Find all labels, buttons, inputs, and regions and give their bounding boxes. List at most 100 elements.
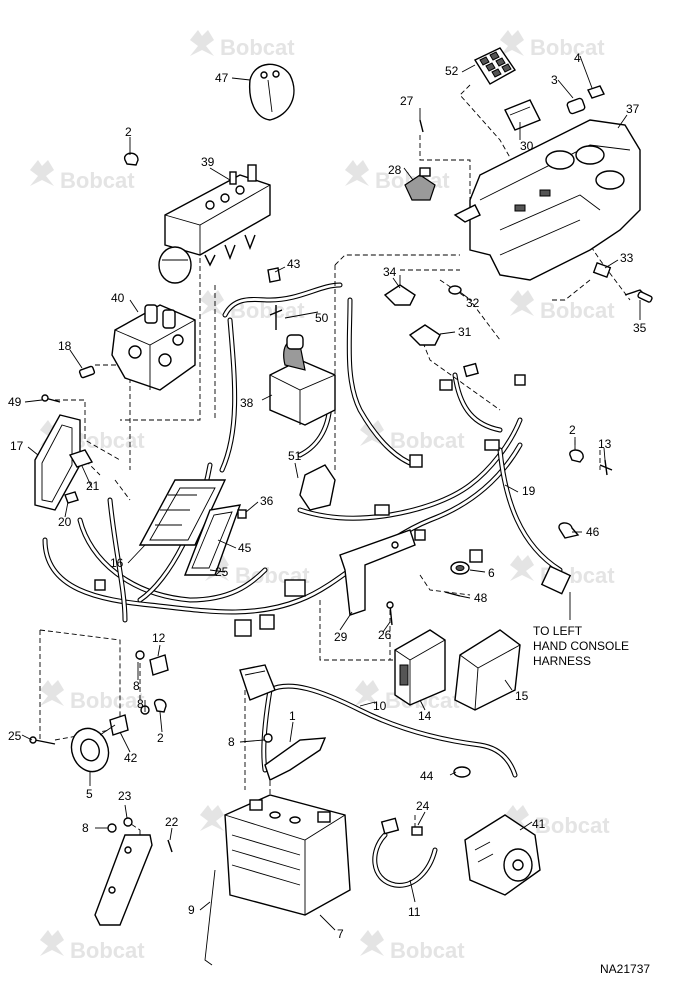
part-hand-console bbox=[453, 119, 641, 281]
bobcat-logo-icon bbox=[40, 930, 64, 956]
callout-labels: 47 52 4 3 2 27 37 30 39 28 43 34 33 40 3… bbox=[8, 51, 647, 941]
part-switch-small bbox=[566, 85, 605, 115]
part-ground-strap bbox=[380, 817, 423, 836]
part-rod-9 bbox=[204, 869, 216, 966]
callout-9: 9 bbox=[188, 903, 195, 917]
callout-28: 28 bbox=[388, 163, 402, 177]
bobcat-logo-icon bbox=[510, 555, 534, 581]
callout-2-lower: 2 bbox=[157, 731, 164, 745]
callout-45: 45 bbox=[238, 541, 252, 555]
note-line-3: HARNESS bbox=[533, 654, 591, 668]
watermark-text: Bobcat bbox=[60, 168, 135, 193]
callout-8b: 8 bbox=[137, 697, 144, 711]
part-bolt-22 bbox=[167, 839, 173, 853]
callout-34: 34 bbox=[383, 265, 397, 279]
part-lever-grip bbox=[248, 63, 295, 121]
note-line-2: HAND CONSOLE bbox=[533, 639, 629, 653]
callout-6: 6 bbox=[488, 566, 495, 580]
part-screw-25-lower bbox=[29, 736, 56, 745]
callout-37: 37 bbox=[626, 102, 640, 116]
callout-8c: 8 bbox=[228, 735, 235, 749]
callout-46: 46 bbox=[586, 525, 600, 539]
part-starter bbox=[464, 814, 541, 896]
callout-18: 18 bbox=[58, 339, 72, 353]
part-clamp-12 bbox=[149, 654, 169, 676]
part-hydraulic-valve bbox=[111, 304, 196, 391]
watermark-text: Bobcat bbox=[390, 428, 465, 453]
callout-38: 38 bbox=[240, 396, 254, 410]
watermark-text: Bobcat bbox=[70, 428, 145, 453]
callout-48: 48 bbox=[474, 591, 488, 605]
part-fastener-50 bbox=[269, 305, 283, 330]
part-screw-48 bbox=[444, 591, 461, 597]
callout-36: 36 bbox=[260, 494, 274, 508]
bobcat-logo-icon bbox=[200, 805, 224, 831]
part-connectors bbox=[94, 362, 572, 637]
part-bracket-29 bbox=[339, 529, 416, 616]
callout-44: 44 bbox=[420, 769, 434, 783]
part-clip-2-lower bbox=[153, 698, 167, 713]
part-battery-cover bbox=[239, 664, 276, 701]
callout-10: 10 bbox=[373, 699, 387, 713]
callout-22: 22 bbox=[165, 815, 179, 829]
callout-3: 3 bbox=[551, 73, 558, 87]
callout-16: 16 bbox=[110, 556, 124, 570]
callout-52: 52 bbox=[445, 64, 459, 78]
part-clip-36 bbox=[237, 509, 247, 519]
callout-19: 19 bbox=[522, 484, 536, 498]
part-fuse-panel bbox=[138, 479, 227, 546]
part-clamp-2-right bbox=[569, 449, 584, 463]
bobcat-logo-icon bbox=[360, 930, 384, 956]
bobcat-logo-icon bbox=[40, 680, 64, 706]
watermark-text: Bobcat bbox=[535, 813, 610, 838]
bobcat-logo-icon bbox=[190, 30, 214, 56]
callout-29: 29 bbox=[334, 630, 348, 644]
callout-11: 11 bbox=[408, 905, 421, 919]
bobcat-logo-icon bbox=[510, 290, 534, 316]
callout-13: 13 bbox=[598, 437, 612, 451]
callout-5: 5 bbox=[86, 787, 93, 801]
callout-2-right: 2 bbox=[569, 423, 576, 437]
part-switch-34 bbox=[383, 275, 416, 306]
part-valve-block bbox=[158, 164, 271, 284]
watermark-text: Bobcat bbox=[220, 35, 295, 60]
callout-15: 15 bbox=[515, 689, 529, 703]
callout-51: 51 bbox=[288, 449, 302, 463]
watermark-text: Bobcat bbox=[70, 688, 145, 713]
part-fastener-13 bbox=[599, 459, 613, 476]
callout-7: 7 bbox=[337, 927, 344, 941]
callout-2: 2 bbox=[125, 125, 132, 139]
callout-8: 8 bbox=[133, 679, 140, 693]
callout-42: 42 bbox=[124, 751, 138, 765]
part-bracket-42 bbox=[109, 714, 129, 736]
callout-39: 39 bbox=[201, 155, 215, 169]
part-screw-49 bbox=[41, 394, 61, 403]
callout-35: 35 bbox=[633, 321, 647, 335]
watermark-text: Bobcat bbox=[390, 938, 465, 963]
callout-17: 17 bbox=[10, 439, 24, 453]
callout-41: 41 bbox=[532, 817, 546, 831]
part-screw-26 bbox=[386, 601, 394, 626]
part-clip-20 bbox=[64, 491, 79, 504]
callout-20: 20 bbox=[58, 515, 72, 529]
part-key-switch bbox=[624, 289, 653, 303]
part-battery-bracket bbox=[94, 834, 153, 926]
part-connector-51 bbox=[299, 464, 336, 511]
part-keypad bbox=[473, 47, 517, 85]
callout-21: 21 bbox=[86, 479, 100, 493]
bobcat-logo-icon bbox=[345, 160, 369, 186]
callout-30: 30 bbox=[520, 139, 534, 153]
callout-23: 23 bbox=[118, 789, 132, 803]
callout-33: 33 bbox=[620, 251, 634, 265]
callout-32: 32 bbox=[466, 296, 480, 310]
wiring-harness bbox=[42, 282, 563, 888]
callout-49: 49 bbox=[8, 395, 22, 409]
callout-14: 14 bbox=[418, 709, 432, 723]
callout-25: 25 bbox=[215, 565, 229, 579]
bobcat-logo-icon bbox=[500, 30, 524, 56]
part-relay bbox=[504, 99, 541, 131]
callout-leaders bbox=[21, 55, 641, 931]
bobcat-logo-icon bbox=[30, 160, 54, 186]
part-washer-23 bbox=[123, 817, 133, 827]
